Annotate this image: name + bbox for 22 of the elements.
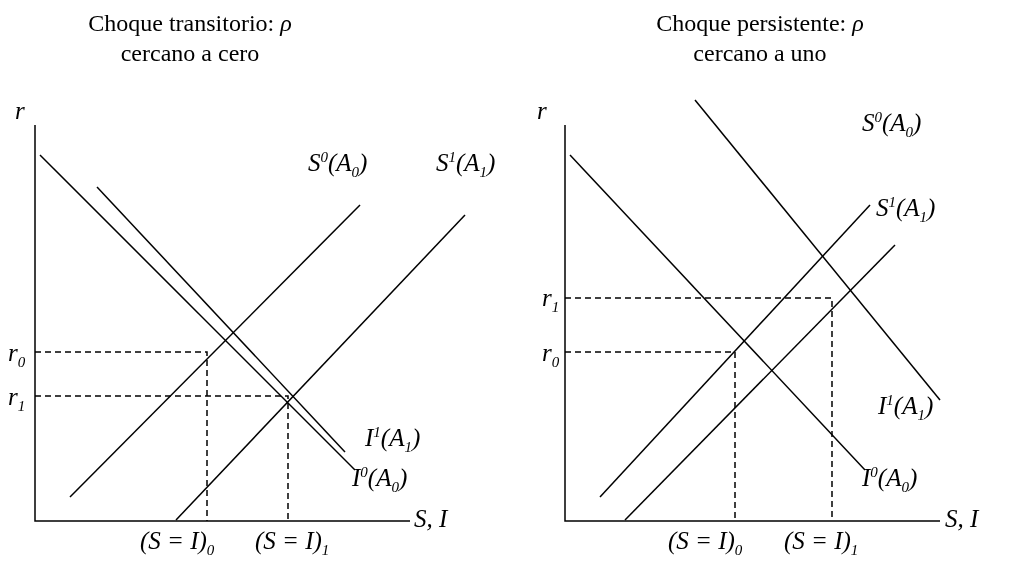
axis-label: S$^{1}$(A$_{1}$) bbox=[876, 195, 936, 226]
axis-label: S$^{0}$(A$_{0}$) bbox=[862, 110, 922, 141]
axis-label: r bbox=[537, 98, 547, 123]
panel-title: Choque transitorio: ρ cercano a cero bbox=[87, 9, 293, 68]
axis-label: I$^{0}$(A$_{0}$) bbox=[352, 465, 408, 496]
axis-label: I$^{0}$(A$_{0}$) bbox=[862, 465, 918, 496]
axis-label: S, I bbox=[414, 506, 448, 531]
axis-label: I$^{1}$(A$_{1}$) bbox=[365, 425, 421, 456]
axis-label: r$_{0}$ bbox=[542, 340, 560, 370]
axis-label: r$_{1}$ bbox=[8, 384, 26, 414]
axis-label: I$^{1}$(A$_{1}$) bbox=[878, 393, 934, 424]
axis-label: S, I bbox=[945, 506, 979, 531]
axis-label: S$^{1}$(A$_{1}$) bbox=[436, 150, 496, 181]
panel-title: Choque persistente: ρ cercano a uno bbox=[655, 9, 865, 68]
axis-label: (S = I)$_{0}$ bbox=[140, 528, 215, 558]
axis-label: r bbox=[15, 98, 25, 123]
axis-label: S$^{0}$(A$_{0}$) bbox=[308, 150, 368, 181]
axis-label: (S = I)$_{1}$ bbox=[784, 528, 859, 558]
axis-label: r$_{0}$ bbox=[8, 340, 26, 370]
axis-label: (S = I)$_{0}$ bbox=[668, 528, 743, 558]
axis-label: (S = I)$_{1}$ bbox=[255, 528, 330, 558]
axis-label: r$_{1}$ bbox=[542, 285, 560, 315]
